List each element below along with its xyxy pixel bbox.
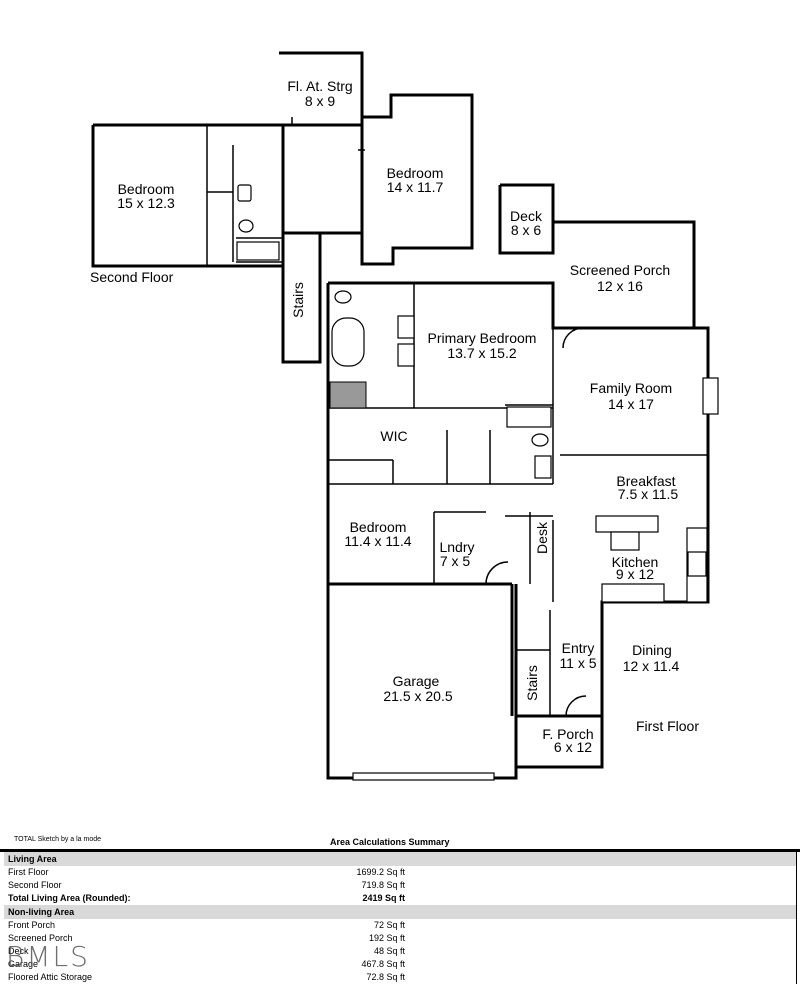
total-row: Total Living Area (Rounded): 2419 Sq ft (4, 892, 796, 905)
deck-and-porch-walls (498, 183, 696, 330)
row-value: 719.8 Sq ft (361, 880, 405, 890)
table-row: Deck 48 Sq ft (4, 945, 796, 958)
watermark-logo: BMLS (6, 940, 90, 973)
row-label: Floored Attic Storage (8, 972, 93, 982)
room-bedroom-upper-size: 14 x 11.7 (387, 179, 444, 195)
room-dining-size: 12 x 11.4 (623, 658, 680, 674)
room-desk-name: Desk (534, 521, 550, 554)
table-row: Floored Attic Storage 72.8 Sq ft (4, 971, 796, 984)
row-value: 192 Sq ft (368, 933, 405, 943)
room-bedroom-left-size: 15 x 12.3 (117, 195, 175, 211)
room-family-room-name: Family Room (590, 380, 672, 396)
room-wic-name: WIC (380, 428, 407, 444)
room-laundry-name: Lndry (439, 539, 474, 555)
second-floor-walls (91, 51, 474, 364)
room-bedroom-first-size: 11.4 x 11.4 (344, 533, 411, 549)
nonliving-area-header: Non-living Area (4, 905, 796, 919)
row-value: 72 Sq ft (373, 920, 405, 930)
row-label: Second Floor (8, 880, 62, 890)
room-deck-name: Deck (510, 208, 543, 224)
room-family-room-size: 14 x 17 (608, 396, 654, 412)
summary-title: Area Calculations Summary (330, 837, 450, 847)
room-front-porch-size: 6 x 12 (554, 739, 592, 755)
row-value: 72.8 Sq ft (366, 972, 405, 982)
room-bedroom-upper-name: Bedroom (387, 165, 444, 181)
table-row: First Floor 1699.2 Sq ft (4, 866, 796, 879)
table-row: Garage 467.8 Sq ft (4, 958, 796, 971)
room-dining-name: Dining (632, 642, 672, 658)
row-label: Garage (8, 959, 39, 969)
floor-labels: Second Floor First Floor (90, 269, 699, 734)
room-screened-porch-name: Screened Porch (570, 262, 670, 278)
room-kitchen-name: Kitchen (612, 554, 659, 570)
row-label: Front Porch (8, 920, 56, 930)
room-screened-porch-size: 12 x 16 (597, 278, 643, 294)
room-labels: Bedroom 15 x 12.3 Fl. At. Strg 8 x 9 Bed… (117, 78, 679, 755)
room-primary-bedroom-size: 13.7 x 15.2 (447, 345, 516, 361)
room-entry-size: 11 x 5 (559, 655, 596, 671)
room-garage-size: 21.5 x 20.5 (383, 688, 452, 704)
row-value: 467.8 Sq ft (361, 959, 405, 969)
room-attic-name: Fl. At. Strg (287, 78, 352, 94)
living-area-header: Living Area (4, 852, 796, 866)
total-label: Total Living Area (Rounded): (8, 893, 131, 903)
sketch-credit: TOTAL Sketch by a la mode (14, 836, 102, 843)
second-floor-label: Second Floor (90, 269, 174, 285)
room-garage-name: Garage (393, 673, 440, 689)
room-breakfast-name: Breakfast (616, 473, 675, 489)
table-row: Front Porch 72 Sq ft (4, 919, 796, 932)
room-laundry-size: 7 x 5 (440, 553, 471, 569)
row-label: Deck (8, 946, 29, 956)
room-front-porch-name: F. Porch (542, 726, 593, 742)
row-label: Screened Porch (8, 933, 73, 943)
row-label: First Floor (8, 867, 49, 877)
area-summary-table: Living Area First Floor 1699.2 Sq ft Sec… (4, 852, 797, 984)
room-attic-size: 8 x 9 (305, 93, 336, 109)
room-primary-bedroom-name: Primary Bedroom (428, 330, 537, 346)
row-value: 1699.2 Sq ft (356, 867, 405, 877)
room-breakfast-size: 7.5 x 11.5 (618, 486, 679, 502)
room-kitchen-size: 9 x 12 (616, 566, 654, 582)
room-deck-size: 8 x 6 (511, 222, 542, 238)
first-floor-walls (326, 281, 719, 781)
summary-header: TOTAL Sketch by a la mode Area Calculati… (0, 832, 800, 850)
table-row: Second Floor 719.8 Sq ft (4, 879, 796, 892)
room-stairs-upper-name: Stairs (290, 282, 306, 318)
room-stairs-lower-name: Stairs (524, 665, 540, 701)
first-floor-label: First Floor (636, 718, 699, 734)
table-row: Screened Porch 192 Sq ft (4, 932, 796, 945)
row-value: 48 Sq ft (373, 946, 405, 956)
total-value: 2419 Sq ft (362, 893, 405, 903)
room-bedroom-left-name: Bedroom (118, 181, 175, 197)
room-entry-name: Entry (562, 640, 595, 656)
floor-plan: Second Floor First Floor Bedroom 15 x 12… (90, 51, 719, 781)
room-bedroom-first-name: Bedroom (350, 519, 407, 535)
summary-divider (0, 849, 800, 852)
